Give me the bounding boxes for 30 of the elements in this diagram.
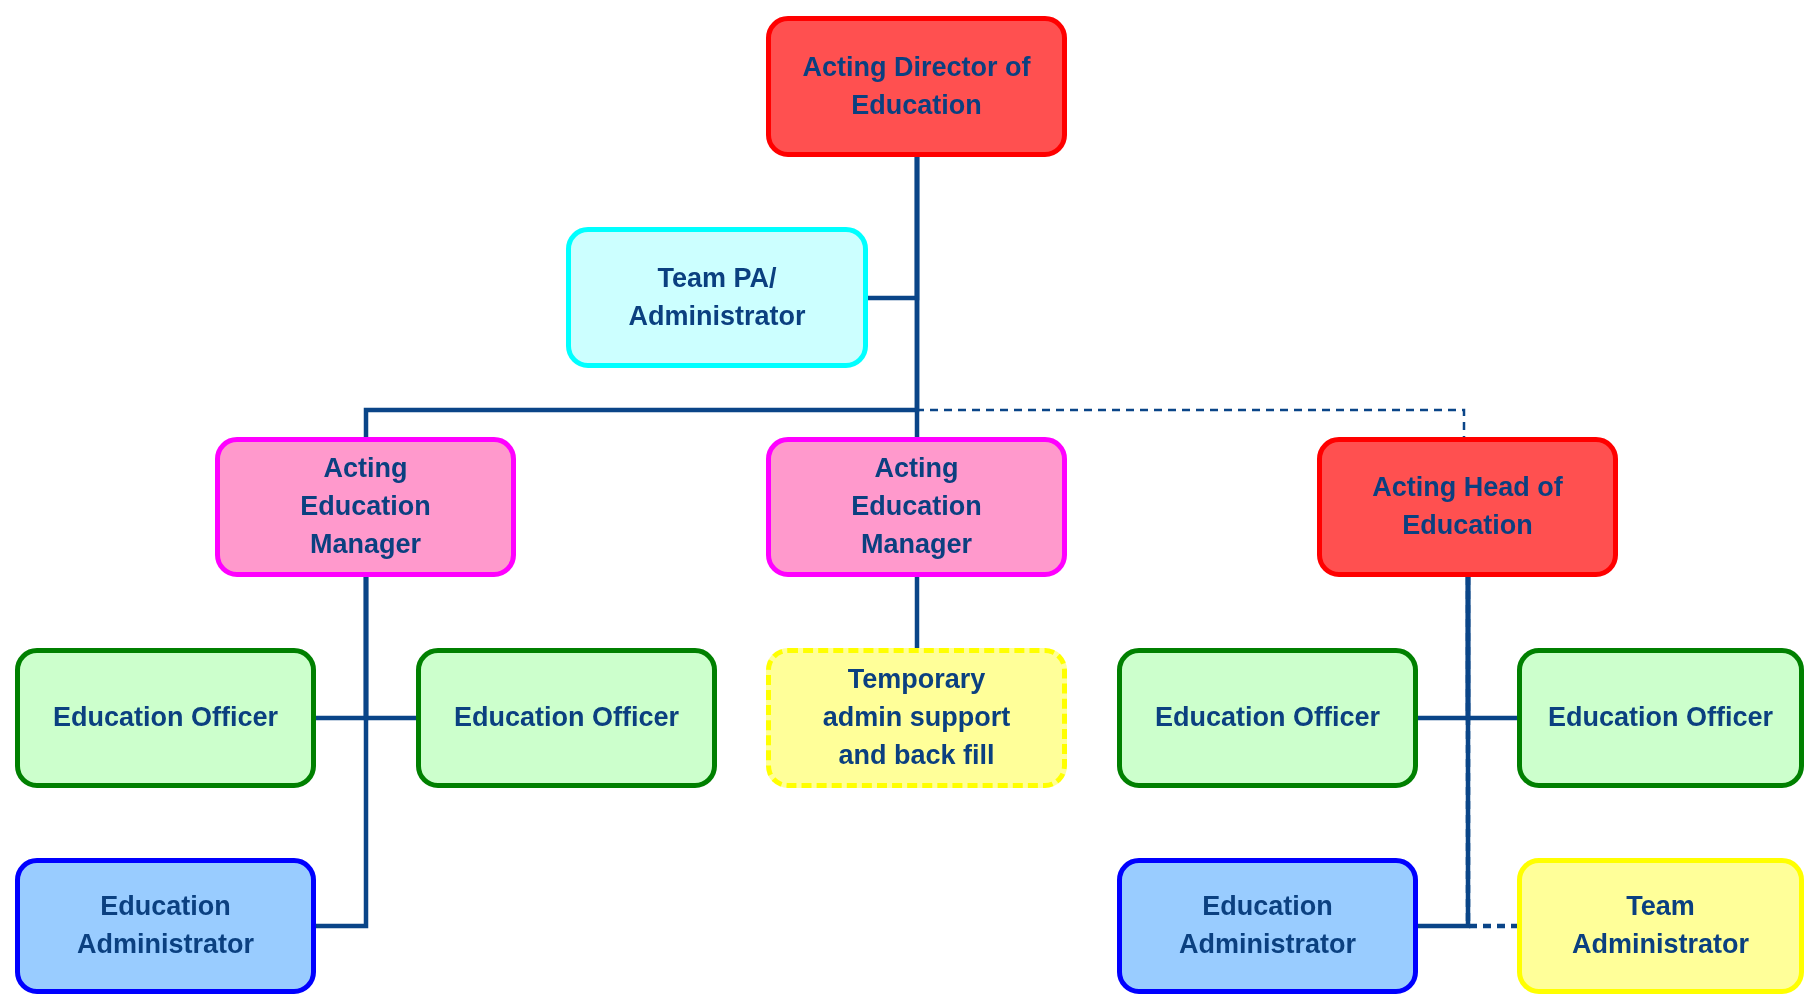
- connector-line: [316, 577, 369, 929]
- org-chart-box: [215, 437, 516, 577]
- role-title: Team Administrator: [1571, 890, 1750, 961]
- role-title: Education Administrator: [1178, 890, 1357, 961]
- org-chart-box: [1117, 648, 1418, 788]
- role-title: Acting Education Manager: [299, 452, 432, 561]
- role-title: Acting Education Manager: [850, 452, 983, 561]
- role-title: Education Officer: [53, 701, 278, 735]
- org-chart-box: [15, 648, 316, 788]
- connector-line: [914, 157, 920, 437]
- role-title: Team PA/ Administrator: [627, 261, 807, 333]
- role-title: Temporary admin support and back fill: [821, 663, 1012, 772]
- role-title: Education Officer: [1548, 701, 1773, 735]
- org-chart-box: [766, 16, 1067, 157]
- org-chart-box: [416, 648, 717, 788]
- org-chart-box: [766, 648, 1067, 788]
- role-title: Acting Director of Education: [801, 50, 1032, 122]
- connector-line: [1418, 577, 1471, 929]
- org-chart-box: [1517, 648, 1804, 788]
- org-chart-box: [1317, 437, 1618, 577]
- org-chart-box: [15, 858, 316, 994]
- org-chart-box: [766, 437, 1067, 577]
- connector-line: [914, 577, 920, 648]
- role-title: Education Administrator: [76, 890, 255, 961]
- role-title: Education Officer: [454, 701, 679, 735]
- role-title: Acting Head of Education: [1371, 471, 1564, 542]
- org-chart-box: [566, 227, 868, 368]
- org-chart-box: [1117, 858, 1418, 994]
- org-chart-box: [1517, 858, 1804, 994]
- role-title: Education Officer: [1155, 701, 1380, 735]
